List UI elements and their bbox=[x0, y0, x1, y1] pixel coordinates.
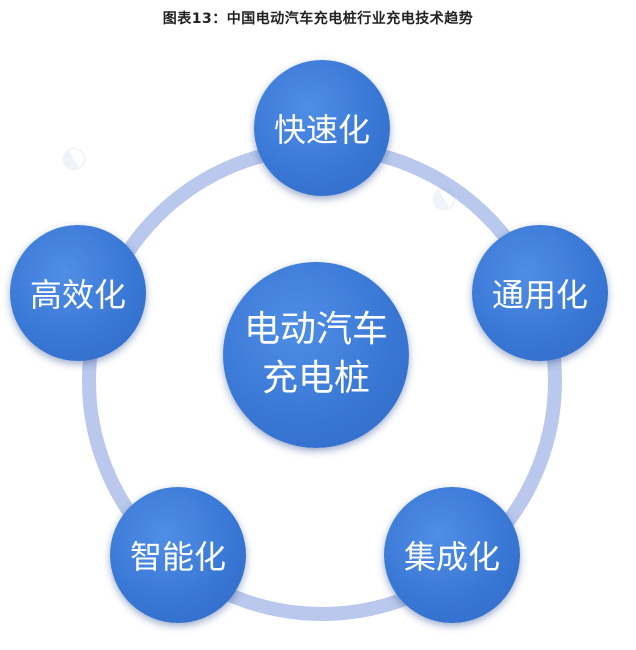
center-node: 电动汽车 充电桩 bbox=[223, 262, 409, 448]
node-left: 高效化 bbox=[10, 225, 146, 361]
node-top: 快速化 bbox=[254, 60, 390, 196]
node-label: 智能化 bbox=[129, 538, 226, 576]
node-label: 通用化 bbox=[491, 276, 588, 314]
node-bottom-right: 集成化 bbox=[384, 487, 520, 623]
center-label-line2: 充电桩 bbox=[261, 358, 370, 399]
node-label: 快速化 bbox=[273, 111, 370, 149]
node-bottom-left: 智能化 bbox=[110, 487, 246, 623]
node-label: 集成化 bbox=[403, 538, 500, 576]
center-label-line1: 电动汽车 bbox=[243, 309, 388, 351]
diagram-title: 图表13：中国电动汽车充电桩行业充电技术趋势 bbox=[162, 11, 474, 27]
node-right: 通用化 bbox=[472, 225, 608, 361]
node-label: 高效化 bbox=[29, 276, 126, 314]
